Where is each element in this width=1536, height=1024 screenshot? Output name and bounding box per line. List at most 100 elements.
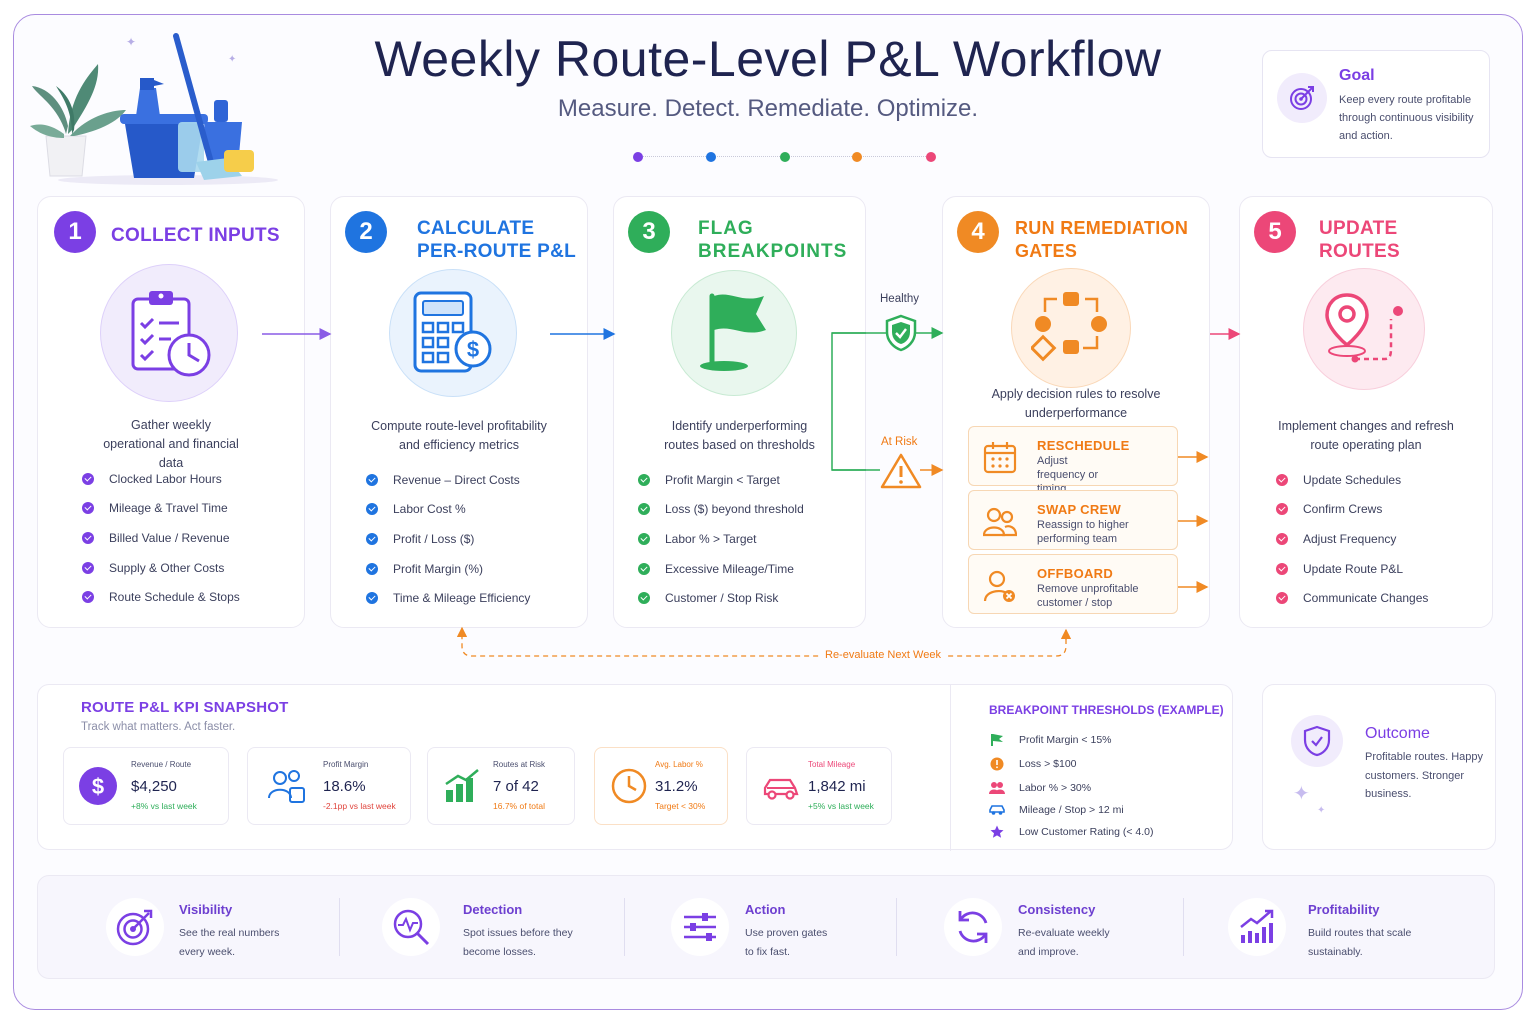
check-icon bbox=[1276, 503, 1288, 516]
calendar-icon bbox=[983, 442, 1017, 474]
kpi-delta: 16.7% of total bbox=[493, 801, 545, 811]
list-item: Excessive Mileage/Time bbox=[638, 554, 804, 584]
page-subtitle: Measure. Detect. Remediate. Optimize. bbox=[557, 95, 979, 122]
clipboard-clock-icon bbox=[100, 264, 238, 402]
map-pin-route-icon bbox=[1303, 268, 1425, 390]
step-checklist: Update Schedules Confirm Crews Adjust Fr… bbox=[1276, 465, 1428, 613]
kpi-label: Routes at Risk bbox=[493, 760, 546, 769]
cleaning-supplies-illustration: ✦ ✦ bbox=[30, 33, 278, 185]
list-item: Profit Margin < Target bbox=[638, 465, 804, 495]
flag-icon bbox=[989, 733, 1005, 747]
step-description: Identify underperforming routes based on… bbox=[664, 419, 815, 452]
list-item: Confirm Crews bbox=[1276, 495, 1428, 525]
benefit-text: Spot issues before they become losses. bbox=[463, 927, 573, 958]
list-item: Profit Margin (%) bbox=[366, 554, 530, 584]
check-icon bbox=[366, 503, 378, 516]
benefit-text: See the real numbers every week. bbox=[179, 927, 280, 958]
benefit-heading: Consistency bbox=[1018, 902, 1096, 917]
kpi-label: Avg. Labor % bbox=[655, 760, 703, 769]
gate-offboard: OFFBOARD Remove unprofitable customer / … bbox=[968, 554, 1178, 614]
benefit-text: Re-evaluate weekly and improve. bbox=[1018, 927, 1110, 958]
loop-label: Re-evaluate Next Week bbox=[820, 649, 946, 661]
bar-chart-icon bbox=[445, 769, 479, 802]
target-icon bbox=[1277, 73, 1327, 123]
svg-text:✦: ✦ bbox=[228, 54, 236, 65]
benefit-heading: Profitability bbox=[1308, 902, 1380, 917]
branch-at-risk-label: At Risk bbox=[881, 436, 918, 448]
calculator-icon: $ bbox=[389, 269, 517, 397]
list-item: Customer / Stop Risk bbox=[638, 583, 804, 613]
step-number: 4 bbox=[957, 211, 999, 253]
gate-text: Remove unprofitable customer / stop bbox=[1037, 583, 1139, 609]
kpi-heading: ROUTE P&L KPI SNAPSHOT bbox=[81, 699, 289, 716]
check-icon bbox=[638, 503, 650, 516]
decision-nodes-icon bbox=[1011, 268, 1131, 388]
svg-text:$: $ bbox=[92, 774, 104, 799]
divider bbox=[896, 898, 897, 956]
gate-heading: RESCHEDULE bbox=[1037, 438, 1130, 453]
step-checklist: Profit Margin < Target Loss ($) beyond t… bbox=[638, 465, 804, 613]
kpi-label: Profit Margin bbox=[323, 760, 369, 769]
kpi-value: $4,250 bbox=[131, 778, 177, 795]
breakpoint-thresholds: BREAKPOINT THRESHOLDS (EXAMPLE) Profit M… bbox=[950, 685, 1234, 851]
threshold-row: Mileage / Stop > 12 mi bbox=[989, 803, 1124, 817]
magnifier-pulse-icon bbox=[382, 898, 440, 956]
step-checklist: Revenue – Direct Costs Labor Cost % Prof… bbox=[366, 465, 530, 613]
step-number: 1 bbox=[54, 211, 96, 253]
refresh-icon bbox=[944, 898, 1002, 956]
goal-card: Goal Keep every route profitable through… bbox=[1262, 50, 1490, 158]
kpi-snapshot: ROUTE P&L KPI SNAPSHOT Track what matter… bbox=[37, 684, 1234, 851]
crew-icon bbox=[983, 507, 1017, 537]
check-icon bbox=[1276, 592, 1288, 605]
check-icon bbox=[82, 591, 94, 604]
benefit-heading: Detection bbox=[463, 902, 523, 917]
list-item: Update Schedules bbox=[1276, 465, 1428, 495]
warning-icon bbox=[880, 453, 922, 489]
benefit-text: Build routes that scale sustainably. bbox=[1308, 927, 1412, 958]
kpi-value: 31.2% bbox=[655, 778, 698, 795]
svg-text:✦: ✦ bbox=[126, 35, 136, 49]
gate-swap-crew: SWAP CREW Reassign to higher performing … bbox=[968, 490, 1178, 550]
check-icon bbox=[1276, 532, 1288, 545]
kpi-delta: -2.1pp vs last week bbox=[323, 801, 396, 811]
goal-text: Keep every route profitable through cont… bbox=[1339, 94, 1474, 142]
list-item: Billed Value / Revenue bbox=[82, 523, 240, 553]
list-item: Labor Cost % bbox=[366, 495, 530, 525]
sliders-icon bbox=[671, 898, 729, 956]
car-icon bbox=[989, 803, 1005, 817]
kpi-label: Revenue / Route bbox=[131, 760, 192, 769]
target-icon bbox=[106, 898, 164, 956]
step-title: COLLECT INPUTS bbox=[111, 225, 280, 246]
remove-user-icon bbox=[983, 570, 1015, 602]
check-icon bbox=[366, 532, 378, 545]
kpi-delta: +5% vs last week bbox=[808, 801, 874, 811]
check-icon bbox=[1276, 473, 1288, 486]
kpi-label: Total Mileage bbox=[808, 760, 856, 769]
list-item: Adjust Frequency bbox=[1276, 524, 1428, 554]
list-item: Supply & Other Costs bbox=[82, 553, 240, 583]
check-icon bbox=[638, 473, 650, 486]
step-checklist: Clocked Labor Hours Mileage & Travel Tim… bbox=[82, 464, 240, 612]
benefits-bar: Visibility See the real numbers every we… bbox=[37, 875, 1495, 979]
page-title: Weekly Route-Level P&L Workflow bbox=[374, 31, 1162, 87]
divider bbox=[1183, 898, 1184, 956]
threshold-row: Loss > $100 bbox=[989, 757, 1077, 771]
star-icon bbox=[989, 825, 1005, 839]
threshold-row: Profit Margin < 15% bbox=[989, 733, 1112, 747]
kpi-tile-labor: Avg. Labor % 31.2% Target < 30% bbox=[594, 747, 728, 825]
alert-icon bbox=[989, 757, 1005, 771]
step-number: 2 bbox=[345, 211, 387, 253]
list-item: Revenue – Direct Costs bbox=[366, 465, 530, 495]
list-item: Route Schedule & Stops bbox=[82, 582, 240, 612]
kpi-subheading: Track what matters. Act faster. bbox=[81, 721, 236, 733]
step-description: Gather weekly operational and financial … bbox=[103, 418, 239, 470]
benefit-heading: Visibility bbox=[179, 902, 233, 917]
list-item: Loss ($) beyond threshold bbox=[638, 495, 804, 525]
divider bbox=[339, 898, 340, 956]
goal-heading: Goal bbox=[1339, 67, 1375, 84]
step-description: Compute route-level profitability and ef… bbox=[371, 419, 547, 452]
list-item: Mileage & Travel Time bbox=[82, 494, 240, 524]
